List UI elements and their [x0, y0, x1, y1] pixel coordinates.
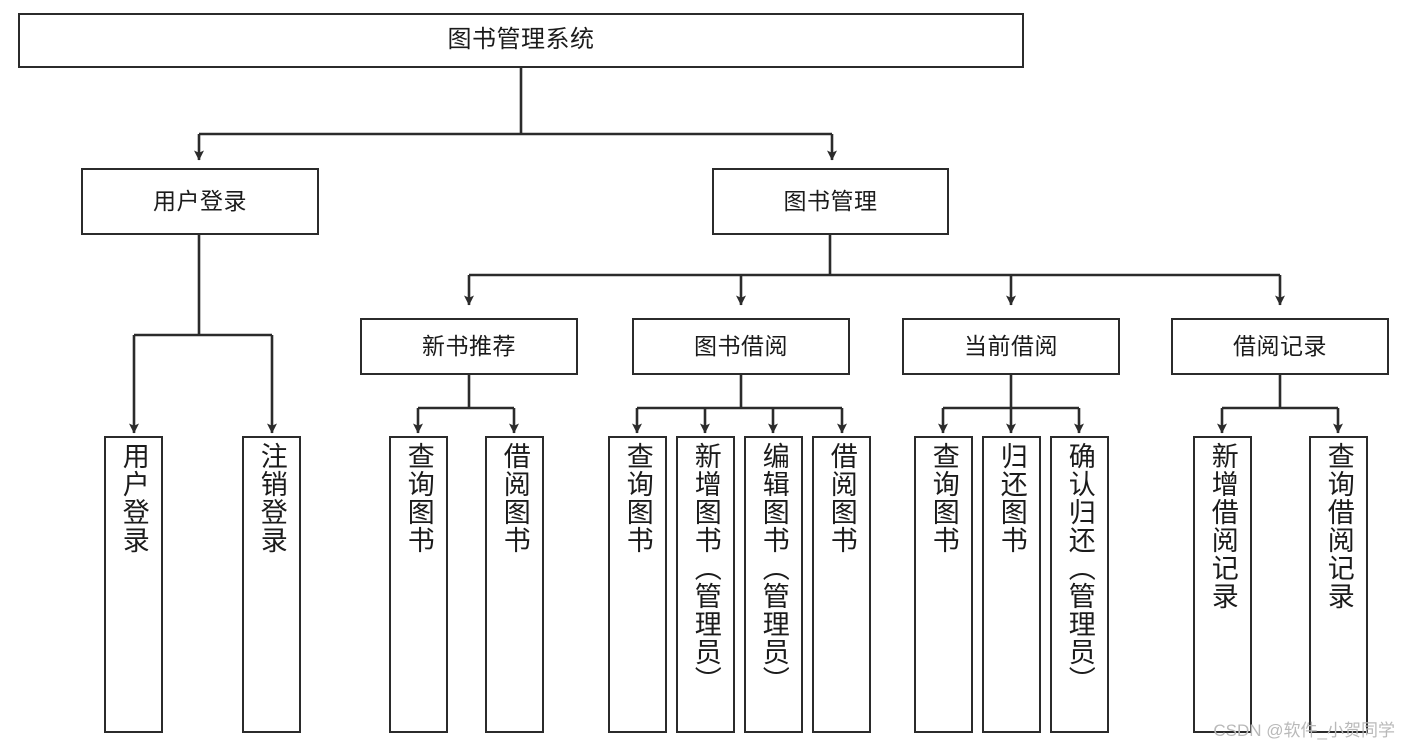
- node-leaf-logout-login-label: 注销登录: [256, 442, 287, 554]
- node-root-label: 图书管理系统: [447, 26, 595, 54]
- node-leaf-query-book-2-label: 查询图书: [622, 442, 653, 554]
- node-leaf-borrow-book-1-label: 借阅图书: [499, 442, 530, 554]
- node-leaf-edit-book[interactable]: 编辑图书（管理员）: [744, 436, 803, 733]
- node-leaf-add-book[interactable]: 新增图书（管理员）: [676, 436, 735, 733]
- node-leaf-query-book-2[interactable]: 查询图书: [608, 436, 667, 733]
- node-book-manage-label: 图书管理: [783, 187, 878, 214]
- node-current-borrow-label: 当前借阅: [964, 332, 1058, 359]
- node-leaf-logout-login[interactable]: 注销登录: [242, 436, 301, 733]
- node-book-borrow-label: 图书借阅: [694, 332, 788, 359]
- node-user-login[interactable]: 用户登录: [81, 168, 319, 235]
- node-leaf-borrow-book-2[interactable]: 借阅图书: [812, 436, 871, 733]
- node-borrow-record[interactable]: 借阅记录: [1171, 318, 1389, 375]
- node-user-login-label: 用户登录: [153, 187, 247, 214]
- node-leaf-query-book-3[interactable]: 查询图书: [914, 436, 973, 733]
- node-leaf-return-book-label: 归还图书: [996, 442, 1027, 554]
- node-leaf-confirm-return[interactable]: 确认归还（管理员）: [1050, 436, 1109, 733]
- node-leaf-borrow-book-1[interactable]: 借阅图书: [485, 436, 544, 733]
- node-leaf-borrow-book-2-label: 借阅图书: [826, 442, 857, 554]
- node-leaf-query-book-1-label: 查询图书: [403, 442, 434, 554]
- node-leaf-add-book-label: 新增图书（管理员）: [690, 442, 721, 694]
- node-borrow-record-label: 借阅记录: [1233, 332, 1327, 359]
- node-leaf-user-login-label: 用户登录: [118, 442, 149, 554]
- node-leaf-add-record[interactable]: 新增借阅记录: [1193, 436, 1252, 733]
- node-current-borrow[interactable]: 当前借阅: [902, 318, 1120, 375]
- node-book-manage[interactable]: 图书管理: [712, 168, 949, 235]
- node-book-borrow[interactable]: 图书借阅: [632, 318, 850, 375]
- node-leaf-query-record-label: 查询借阅记录: [1323, 442, 1354, 610]
- node-leaf-query-record[interactable]: 查询借阅记录: [1309, 436, 1368, 733]
- node-leaf-confirm-return-label: 确认归还（管理员）: [1064, 442, 1095, 694]
- node-root[interactable]: 图书管理系统: [18, 13, 1024, 68]
- node-leaf-user-login[interactable]: 用户登录: [104, 436, 163, 733]
- node-new-book-rec[interactable]: 新书推荐: [360, 318, 578, 375]
- node-leaf-add-record-label: 新增借阅记录: [1207, 442, 1238, 610]
- node-leaf-edit-book-label: 编辑图书（管理员）: [758, 442, 789, 694]
- node-leaf-return-book[interactable]: 归还图书: [982, 436, 1041, 733]
- node-new-book-rec-label: 新书推荐: [422, 332, 516, 359]
- node-leaf-query-book-1[interactable]: 查询图书: [389, 436, 448, 733]
- node-leaf-query-book-3-label: 查询图书: [928, 442, 959, 554]
